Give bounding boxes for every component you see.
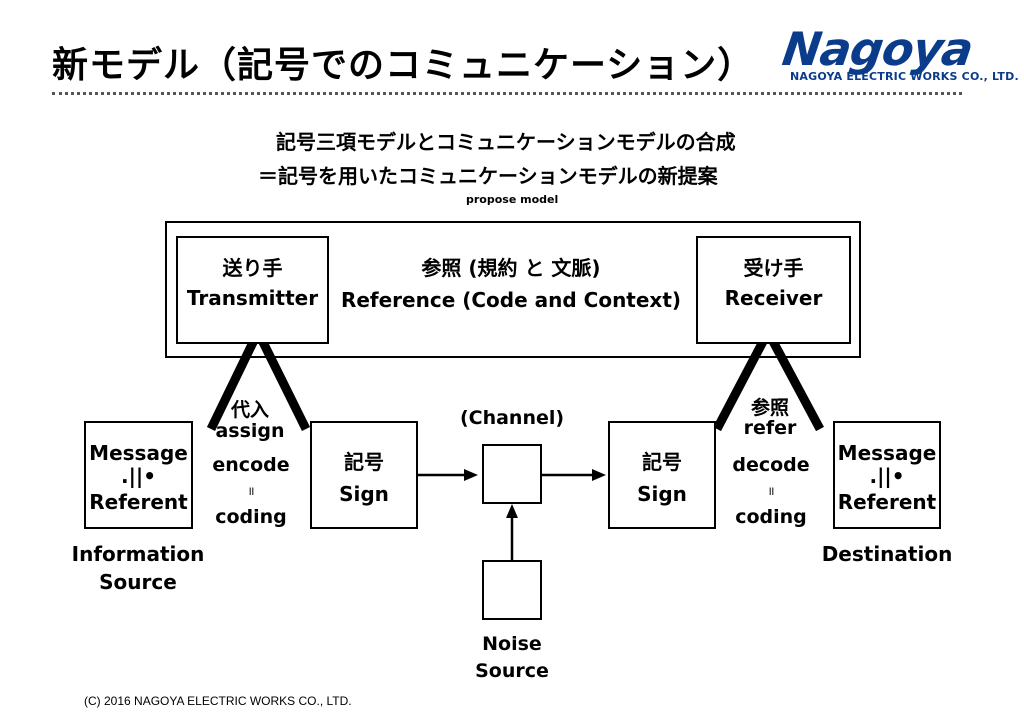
transmitter-jp-label: 送り手 [222, 256, 283, 280]
assign-label: assign [215, 420, 285, 442]
company-name: NAGOYA ELECTRIC WORKS CO., LTD. [790, 70, 1019, 83]
noise-source-box [482, 560, 542, 620]
information-source-line1: Information [71, 542, 205, 566]
left-coding-label: coding [215, 506, 287, 528]
receiver-en-label: Receiver [724, 286, 823, 310]
right-sign-box [608, 421, 716, 529]
destination-label: Destination [821, 542, 953, 566]
left-message-box [84, 421, 193, 529]
right-message-box [833, 421, 941, 529]
page-title: 新モデル（記号でのコミュニケーション） [52, 45, 755, 86]
channel-box [482, 444, 542, 504]
transmitter-en-label: Transmitter [186, 286, 319, 310]
decode-equals-symbol: ॥ [767, 484, 775, 498]
channel-to-sign-arrowhead [592, 469, 606, 481]
intro-line-2: ＝記号を用いたコミュニケーションモデルの新提案 [258, 164, 718, 188]
decode-label: decode [732, 454, 810, 476]
channel-label: (Channel) [459, 407, 565, 429]
dotted-divider [52, 92, 962, 95]
left-message-label: Message [89, 441, 188, 465]
right-sign-jp-label: 記号 [642, 450, 682, 474]
transmitter-box [176, 236, 329, 344]
encode-equals-symbol: ॥ [247, 484, 255, 498]
refer-label: refer [743, 417, 797, 439]
right-coding-label: coding [735, 506, 807, 528]
left-sign-box [310, 421, 418, 529]
information-source-line2: Source [99, 570, 177, 594]
source-label: Source [475, 660, 549, 682]
left-equiv-symbol: .||• [121, 464, 156, 488]
receiver-box [696, 236, 851, 344]
right-message-label: Message [837, 441, 937, 465]
refer-jp-label: 参照 [750, 397, 789, 419]
copyright-footer: (C) 2016 NAGOYA ELECTRIC WORKS CO., LTD. [84, 694, 352, 708]
receiver-jp-label: 受け手 [743, 256, 804, 280]
right-referent-label: Referent [837, 490, 937, 514]
reference-panel-frame [165, 221, 861, 358]
left-sign-en-label: Sign [339, 482, 389, 506]
right-equiv-symbol: .||• [869, 464, 905, 488]
intro-line-1: 記号三項モデルとコミュニケーションモデルの合成 [276, 130, 736, 154]
reference-en-label: Reference (Code and Context) [340, 288, 682, 312]
right-sign-en-label: Sign [637, 482, 687, 506]
reference-jp-label: 参照 (規約 と 文脈) [421, 256, 601, 280]
propose-model-caption: propose model [466, 193, 559, 206]
encode-label: encode [212, 454, 290, 476]
assign-jp-label: 代入 [230, 399, 269, 421]
noise-to-channel-arrowhead [506, 504, 518, 518]
left-referent-label: Referent [89, 490, 188, 514]
left-sign-jp-label: 記号 [344, 450, 384, 474]
noise-label: Noise [482, 633, 542, 655]
sign-to-channel-arrowhead [464, 469, 478, 481]
